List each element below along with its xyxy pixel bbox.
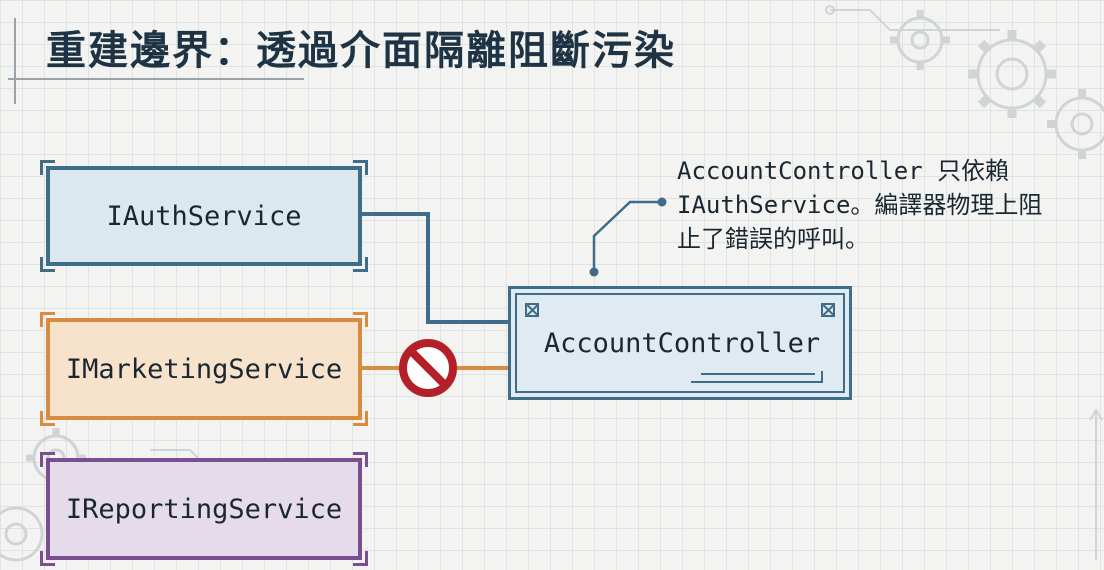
note-line-3: 止了錯誤的呼叫。 <box>677 225 869 253</box>
panel-detail-lines <box>691 371 823 383</box>
ireportingservice-box: IReportingService <box>40 452 368 566</box>
dependency-note: AccountController 只依賴 IAuthService。編譯器物理… <box>677 154 1097 256</box>
gear-icon <box>0 506 44 562</box>
page-title: 重建邊界：透過介面隔離阻斷污染 <box>46 28 676 74</box>
accountcontroller-box: AccountController <box>508 286 852 400</box>
imarketingservice-box: IMarketingService <box>40 312 368 426</box>
imarketingservice-label: IMarketingService <box>65 353 343 385</box>
note-line-2: IAuthService。編譯器物理上阻 <box>677 191 1043 219</box>
ireportingservice-label: IReportingService <box>65 493 343 525</box>
iauthservice-label: IAuthService <box>106 200 302 232</box>
auth-connector <box>362 212 508 324</box>
note-leader-line <box>592 200 662 272</box>
accountcontroller-label: AccountController <box>543 327 821 359</box>
close-square-icon <box>821 303 835 317</box>
note-leader-dot <box>657 197 667 207</box>
no-entry-icon <box>399 339 457 397</box>
gear-icon <box>1047 89 1104 159</box>
title-accent-line <box>14 18 16 104</box>
note-leader-dot <box>589 267 599 277</box>
note-line-1: AccountController 只依賴 <box>677 157 1010 185</box>
title-underline <box>8 78 304 80</box>
close-square-icon <box>525 303 539 317</box>
gear-icon <box>890 10 950 70</box>
iauthservice-box: IAuthService <box>40 160 368 272</box>
gear-icon <box>968 30 1056 118</box>
